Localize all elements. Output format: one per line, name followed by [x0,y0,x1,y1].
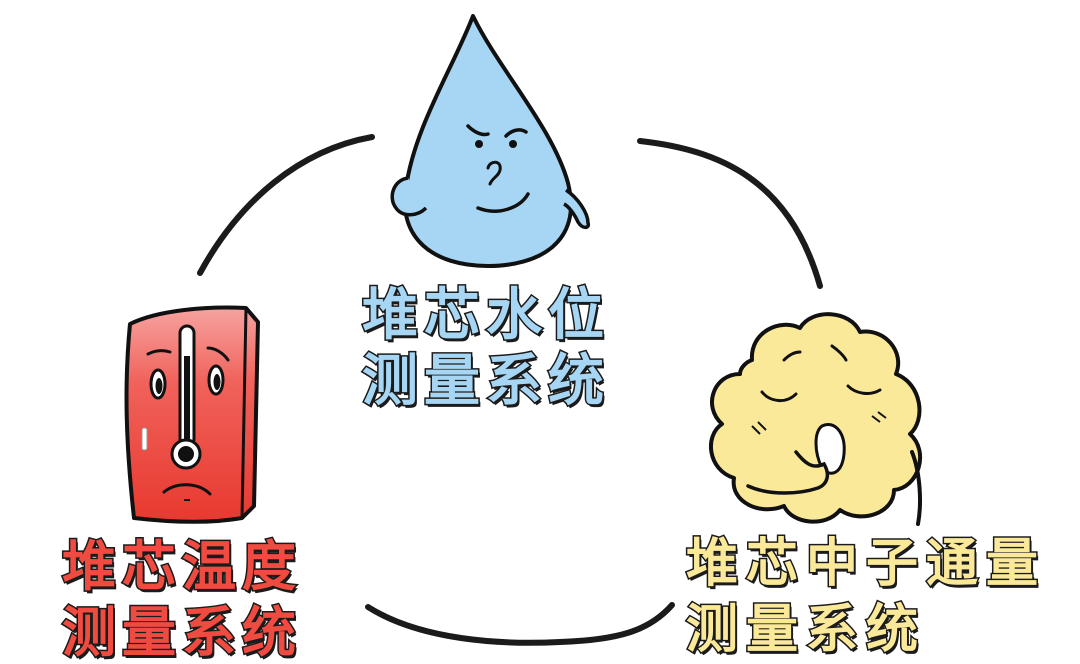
label-neutron-flux-system: 堆芯中子通量 测量系统 [684,534,1047,660]
arc-water-to-neutron [637,138,823,289]
label-line-1: 堆芯水位 [361,283,610,348]
arc-neutron-to-temperature [365,602,675,646]
thermometer-character [124,305,260,524]
label-line-2: 测量系统 [684,600,927,660]
label-line-2: 测量系统 [361,349,610,414]
label-line-1: 堆芯温度 [61,535,302,598]
neutron-cloud-character [708,312,922,526]
arc-temperature-to-water [197,134,375,276]
label-line-1: 堆芯中子通量 [684,534,1047,594]
water-droplet-character [390,14,591,268]
label-line-2: 测量系统 [61,601,302,664]
label-water-level-system: 堆芯水位 测量系统 [361,283,610,414]
label-temperature-system: 堆芯温度 测量系统 [61,535,302,664]
